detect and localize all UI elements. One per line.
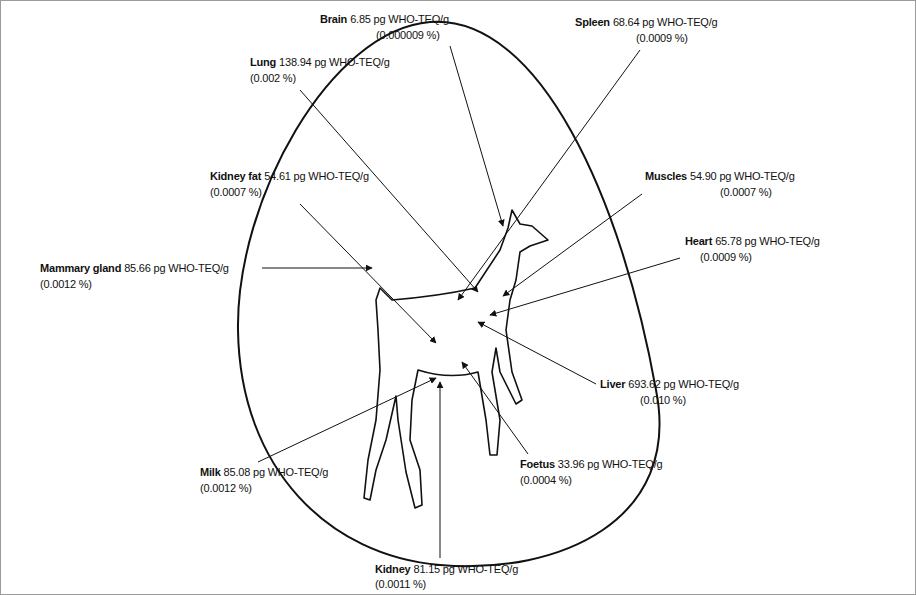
percentage-value: (0.0009 %)	[636, 32, 688, 45]
leader-line	[503, 194, 642, 296]
leader-line	[262, 268, 372, 269]
percentage-value: (0.0009 %)	[700, 251, 752, 264]
organ-name: Foetus	[520, 458, 555, 471]
leader-lines	[258, 46, 680, 558]
percentage-value: (0.0004 %)	[520, 474, 572, 487]
leader-line	[462, 362, 528, 454]
organ-name: Kidney fat	[210, 170, 261, 183]
leader-line	[258, 378, 436, 462]
organ-name: Brain	[320, 13, 347, 26]
organ-name: Kidney	[375, 563, 410, 576]
percentage-value: (0.0012 %)	[40, 278, 92, 291]
organ-name: Milk	[200, 466, 221, 479]
percentage-value: (0.0007 %)	[210, 186, 262, 199]
leader-line	[478, 322, 596, 384]
concentration-value: 85.08 pg WHO-TEQ/g	[224, 466, 329, 479]
leader-line	[440, 382, 441, 558]
organ-name: Liver	[600, 378, 625, 391]
leader-line	[490, 258, 680, 315]
organ-name: Spleen	[575, 16, 610, 29]
leader-line	[450, 46, 503, 226]
percentage-value: (0.0011 %)	[375, 578, 426, 591]
concentration-value: 54.61 pg WHO-TEQ/g	[264, 170, 369, 183]
concentration-value: 85.66 pg WHO-TEQ/g	[124, 262, 229, 275]
concentration-value: 6.85 pg WHO-TEQ/g	[350, 13, 449, 26]
percentage-value: (0.0007 %)	[720, 186, 772, 199]
percentage-value: (0.0012 %)	[200, 482, 252, 495]
organ-name: Muscles	[645, 170, 687, 183]
body-outline	[238, 22, 660, 566]
organ-name: Mammary gland	[40, 262, 121, 275]
concentration-value: 54.90 pg WHO-TEQ/g	[690, 170, 795, 183]
percentage-value: (0.000009 %)	[376, 29, 440, 42]
concentration-value: 81.15 pg WHO-TEQ/g	[413, 563, 518, 576]
concentration-value: 138.94 pg WHO-TEQ/g	[279, 56, 390, 69]
concentration-value: 33.96 pg WHO-TEQ/g	[558, 458, 663, 471]
leader-line	[300, 204, 436, 343]
concentration-value: 68.64 pg WHO-TEQ/g	[613, 16, 718, 29]
leader-line	[300, 90, 478, 292]
organ-name: Heart	[685, 235, 712, 248]
percentage-value: (0.002 %)	[250, 72, 296, 85]
organ-name: Lung	[250, 56, 276, 69]
concentration-value: 693.62 pg WHO-TEQ/g	[628, 378, 739, 391]
concentration-value: 65.78 pg WHO-TEQ/g	[715, 235, 820, 248]
percentage-value: (0.010 %)	[640, 394, 686, 407]
